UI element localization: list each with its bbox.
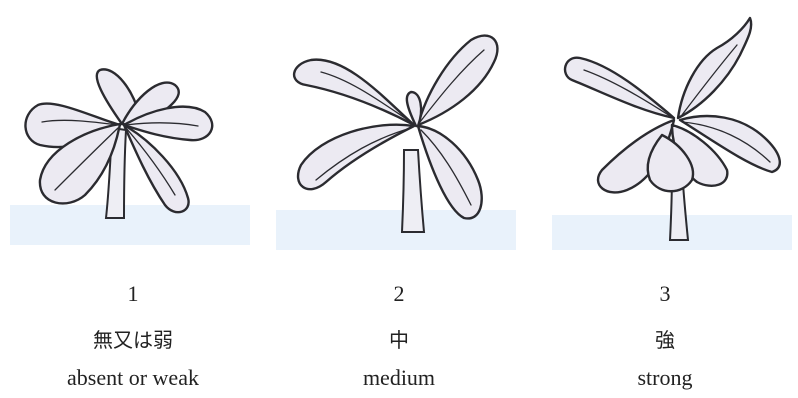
panel-label-en: medium [266,364,532,392]
panel-absent-or-weak: 1 無又は弱 absent or weak [0,0,266,398]
panel-strong: 3 強 strong [532,0,798,398]
seedling-strong-icon [532,0,798,260]
panel-label-ja: 強 [532,326,798,354]
panel-number: 3 [532,280,798,308]
seedling-medium-icon [266,0,532,260]
seedling-absent-or-weak-icon [0,0,266,260]
panel-label-en: strong [532,364,798,392]
panel-label-en: absent or weak [0,364,266,392]
panel-number: 2 [266,280,532,308]
panel-label-ja: 無又は弱 [0,326,266,354]
panel-medium: 2 中 medium [266,0,532,398]
panel-label-ja: 中 [266,326,532,354]
panel-number: 1 [0,280,266,308]
